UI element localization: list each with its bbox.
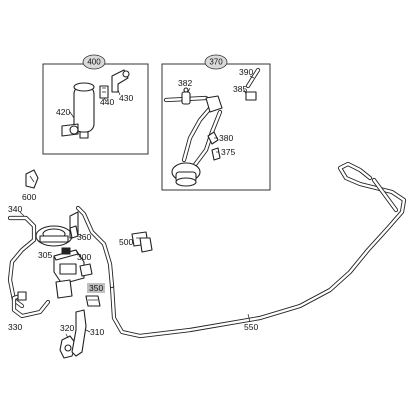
label-340: 340: [8, 204, 22, 214]
label-385: 385: [233, 84, 247, 94]
label-420: 420: [56, 107, 70, 117]
highlight-350: 350: [87, 283, 105, 293]
connector-part-360: [69, 225, 79, 239]
callout-box-370: 382 390 385 380 375: [161, 63, 271, 191]
label-305: 305: [38, 250, 52, 260]
label-360: 360: [77, 232, 91, 242]
label-390: 390: [239, 67, 253, 77]
label-300: 300: [77, 252, 91, 262]
badge-370-text: 370: [209, 58, 223, 67]
bracket-part-310: [71, 309, 87, 357]
connector-part-385: [245, 91, 257, 101]
label-440: 440: [100, 97, 114, 107]
connector-part-430: [111, 69, 130, 93]
badge-400: 400: [82, 54, 106, 70]
valve-assembly-part: [171, 95, 223, 187]
connector-part-375: [211, 147, 221, 161]
label-600: 600: [22, 192, 36, 202]
label-500: 500: [119, 237, 133, 247]
label-320: 320: [60, 323, 74, 333]
label-310: 310: [90, 327, 104, 337]
clip-part-440: [99, 85, 109, 99]
label-330: 330: [8, 322, 22, 332]
callout-box-400: 420 440 430: [42, 63, 149, 155]
label-380: 380: [219, 133, 233, 143]
clip-part-600: [25, 169, 39, 189]
canister-part: [61, 82, 95, 139]
badge-400-text: 400: [87, 58, 101, 67]
valve-body-part-300: [53, 247, 93, 299]
label-375: 375: [221, 147, 235, 157]
badge-370: 370: [204, 54, 228, 70]
label-430: 430: [119, 93, 133, 103]
label-350: 350: [89, 283, 103, 293]
clip-part-382: [163, 87, 209, 105]
hose-part-390: [245, 67, 261, 89]
hose-part-330: [11, 291, 51, 319]
pipe-line-340: [7, 205, 115, 309]
pipe-line-550: [109, 161, 407, 339]
label-550: 550: [244, 322, 258, 332]
label-382: 382: [178, 78, 192, 88]
clip-part-350: [85, 295, 101, 307]
clip-part-500: [131, 231, 153, 253]
connector-part-380: [207, 131, 219, 145]
